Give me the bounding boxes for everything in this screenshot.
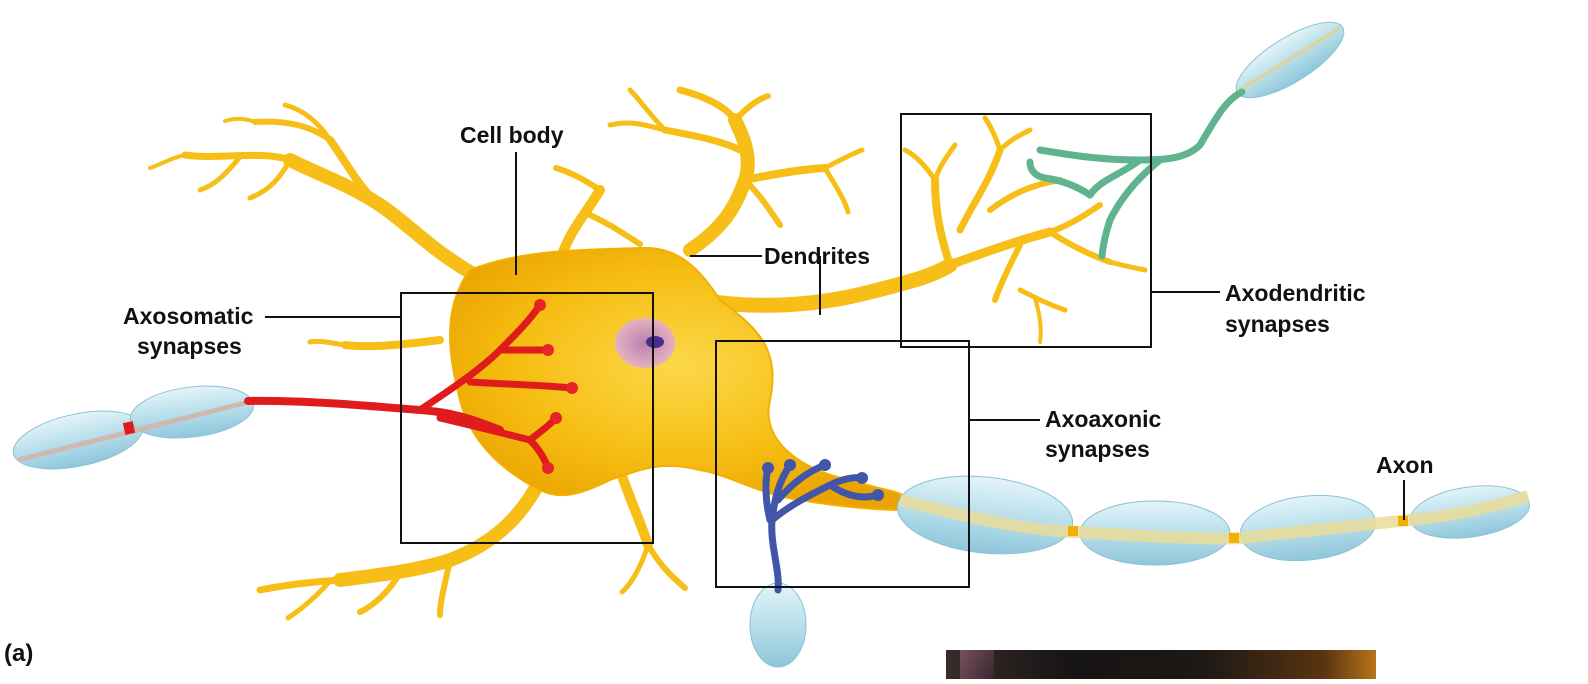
nucleolus [646, 336, 664, 348]
dendrites-label: Dendrites [764, 243, 870, 270]
axon-myelin [894, 468, 1533, 567]
axodendritic-label-line2: synapses [1225, 311, 1330, 338]
cell-body-shape [450, 248, 910, 510]
axosomatic-label-line2: synapses [137, 333, 242, 360]
axon-label: Axon [1376, 452, 1434, 479]
axoaxonic-label-line1: Axoaxonic [1045, 406, 1161, 433]
micrograph-thumbnail [946, 650, 1376, 679]
panel-label: (a) [4, 640, 33, 668]
cell-body-label: Cell body [460, 122, 564, 149]
axodendritic-label-line1: Axodendritic [1225, 280, 1366, 307]
axoaxonic-label-line2: synapses [1045, 436, 1150, 463]
nucleus [615, 318, 675, 368]
axosomatic-label-line1: Axosomatic [123, 303, 253, 330]
